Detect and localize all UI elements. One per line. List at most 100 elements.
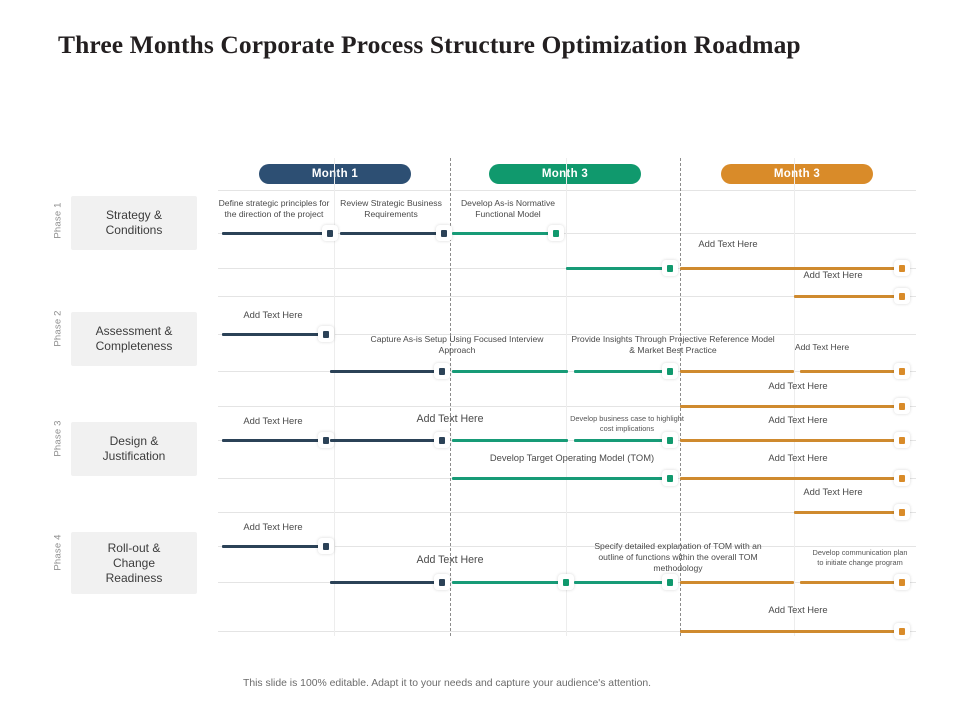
task-label-t21: Develop communication plan to initiate c… — [812, 548, 908, 567]
task-label-t14: Develop business case to highlight cost … — [570, 414, 684, 433]
task-label-t6: Add Text Here — [243, 309, 303, 320]
month-pill-2[interactable]: Month 3 — [489, 164, 641, 184]
roadmap-chart: Define strategic principles for the dire… — [218, 158, 916, 639]
task-bar-t20[interactable] — [452, 581, 568, 584]
task-bar-t1[interactable] — [222, 232, 330, 235]
task-label-t9: Add Text Here — [794, 342, 850, 352]
task-label-t2: Review Strategic Business Requirements — [340, 198, 442, 219]
task-bar-t2[interactable] — [340, 232, 444, 235]
task-marker-t11[interactable] — [894, 432, 910, 448]
task-label-t18: Add Text Here — [243, 521, 303, 532]
task-label-t17: Add Text Here — [803, 486, 863, 497]
task-marker-t14[interactable] — [662, 432, 678, 448]
month-pill-1[interactable]: Month 1 — [259, 164, 411, 184]
phase-box-3[interactable]: Design &Justification — [71, 422, 197, 476]
task-bar-t20b[interactable] — [574, 581, 670, 584]
phase-box-1[interactable]: Strategy &Conditions — [71, 196, 197, 250]
column-separator — [334, 158, 335, 636]
phase-index-4: Phase 4 — [52, 534, 64, 571]
gridline — [218, 406, 916, 407]
task-label-t15: Develop Target Operating Model (TOM) — [489, 452, 655, 463]
task-label-t8: Provide Insights Through Projective Refe… — [571, 334, 775, 355]
task-bar-t22[interactable] — [680, 630, 902, 633]
phase-name-3: Design &Justification — [102, 434, 166, 463]
column-separator — [566, 158, 567, 636]
task-label-t12: Add Text Here — [243, 415, 303, 426]
phase-index-3: Phase 3 — [52, 420, 64, 457]
task-bar-t3[interactable] — [452, 232, 556, 235]
task-marker-t3[interactable] — [548, 225, 564, 241]
task-marker-t20m[interactable] — [558, 574, 574, 590]
task-marker-t16[interactable] — [894, 470, 910, 486]
task-label-t19: Add Text Here — [416, 554, 484, 566]
task-bar-t15[interactable] — [452, 477, 670, 480]
task-label-t20: Specify detailed explanation of TOM with… — [594, 541, 762, 573]
gridline — [218, 512, 916, 513]
task-bar-t19[interactable] — [330, 581, 442, 584]
task-marker-t4[interactable] — [894, 260, 910, 276]
task-bar-t14[interactable] — [452, 439, 568, 442]
page-title: Three Months Corporate Process Structure… — [58, 30, 801, 59]
task-bar-t3b[interactable] — [566, 267, 670, 270]
task-bar-t21[interactable] — [680, 581, 794, 584]
task-bar-t11[interactable] — [680, 439, 902, 442]
task-marker-t9[interactable] — [894, 363, 910, 379]
task-marker-t2[interactable] — [436, 225, 452, 241]
month-divider-2 — [680, 158, 681, 636]
task-marker-t19[interactable] — [434, 574, 450, 590]
task-marker-t1[interactable] — [322, 225, 338, 241]
task-marker-t17[interactable] — [894, 504, 910, 520]
task-label-t16: Add Text Here — [768, 452, 828, 463]
task-bar-t4[interactable] — [680, 267, 902, 270]
task-bar-t18[interactable] — [222, 545, 326, 548]
column-separator — [794, 158, 795, 636]
task-bar-t17[interactable] — [794, 511, 902, 514]
task-marker-t15[interactable] — [662, 470, 678, 486]
phase-index-1: Phase 1 — [52, 202, 64, 239]
task-bar-t12[interactable] — [222, 439, 326, 442]
task-marker-t6[interactable] — [318, 326, 334, 342]
task-marker-t10[interactable] — [894, 398, 910, 414]
task-bar-t9b[interactable] — [800, 370, 902, 373]
task-label-t3: Develop As-is Normative Functional Model — [460, 198, 556, 219]
task-marker-t22[interactable] — [894, 623, 910, 639]
gridline — [218, 631, 916, 632]
gridline — [218, 296, 916, 297]
gridline — [218, 334, 916, 335]
gridline — [218, 546, 916, 547]
task-bar-t14b[interactable] — [574, 439, 670, 442]
task-label-t7: Capture As-is Setup Using Focused Interv… — [370, 334, 544, 355]
task-label-t1: Define strategic principles for the dire… — [218, 198, 330, 219]
task-bar-t8[interactable] — [452, 370, 568, 373]
task-bar-t13[interactable] — [330, 439, 442, 442]
phase-index-2: Phase 2 — [52, 310, 64, 347]
task-marker-t18[interactable] — [318, 538, 334, 554]
gridline — [218, 190, 916, 191]
task-bar-t10[interactable] — [680, 405, 902, 408]
task-bar-t21b[interactable] — [800, 581, 902, 584]
task-marker-t3b[interactable] — [662, 260, 678, 276]
task-label-t11: Add Text Here — [768, 414, 828, 425]
phase-box-2[interactable]: Assessment &Completeness — [71, 312, 197, 366]
task-bar-t9[interactable] — [680, 370, 794, 373]
task-marker-t12[interactable] — [318, 432, 334, 448]
task-bar-t8b[interactable] — [574, 370, 670, 373]
month-pill-3[interactable]: Month 3 — [721, 164, 873, 184]
task-marker-t13[interactable] — [434, 432, 450, 448]
task-marker-t20[interactable] — [662, 574, 678, 590]
footer-note: This slide is 100% editable. Adapt it to… — [243, 678, 652, 689]
task-bar-t16[interactable] — [680, 477, 902, 480]
task-marker-t8[interactable] — [662, 363, 678, 379]
task-label-t22: Add Text Here — [768, 604, 828, 615]
task-marker-t21[interactable] — [894, 574, 910, 590]
task-marker-t7[interactable] — [434, 363, 450, 379]
task-bar-t6[interactable] — [222, 333, 326, 336]
task-bar-t5[interactable] — [794, 295, 902, 298]
task-label-t5: Add Text Here — [803, 269, 863, 280]
task-bar-t7[interactable] — [330, 370, 442, 373]
task-marker-t5[interactable] — [894, 288, 910, 304]
gridline — [218, 233, 916, 234]
